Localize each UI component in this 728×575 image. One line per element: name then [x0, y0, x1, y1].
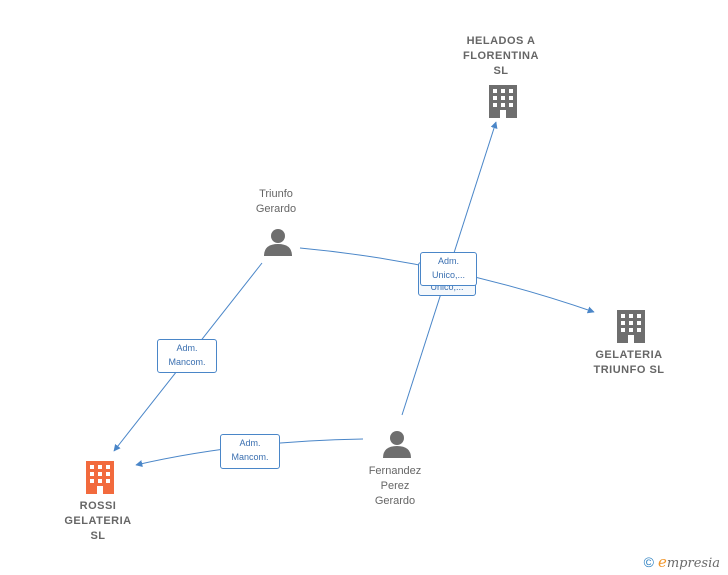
- building-icon: [489, 85, 517, 118]
- edge-label-fernandez-rossi[interactable]: Adm. Mancom.: [220, 434, 280, 469]
- node-label-triunfo-gerardo[interactable]: Triunfo Gerardo: [255, 188, 297, 215]
- node-label-rossi-gelateria[interactable]: ROSSI GELATERIA SL: [64, 500, 132, 542]
- building-icon: [617, 310, 645, 343]
- copyright-icon: ©: [643, 554, 654, 570]
- person-icon: [264, 229, 292, 256]
- edge-label-triunfo-rossi[interactable]: Adm. Mancom.: [157, 339, 217, 373]
- node-label-helados-a-florentina[interactable]: HELADOS A FLORENTINA SL: [463, 35, 539, 77]
- brand-logo: empresia: [657, 553, 720, 571]
- brand-watermark: © empresia: [644, 553, 720, 571]
- building-icon-focus: [86, 461, 114, 494]
- person-icon: [383, 431, 411, 458]
- node-label-gelateria-triunfo[interactable]: GELATERIA TRIUNFO SL: [593, 349, 665, 376]
- edge-label-stacked-front[interactable]: Adm. Unico,...: [420, 252, 477, 286]
- node-label-fernandez-perez-gerardo[interactable]: Fernandez Perez Gerardo: [368, 465, 422, 507]
